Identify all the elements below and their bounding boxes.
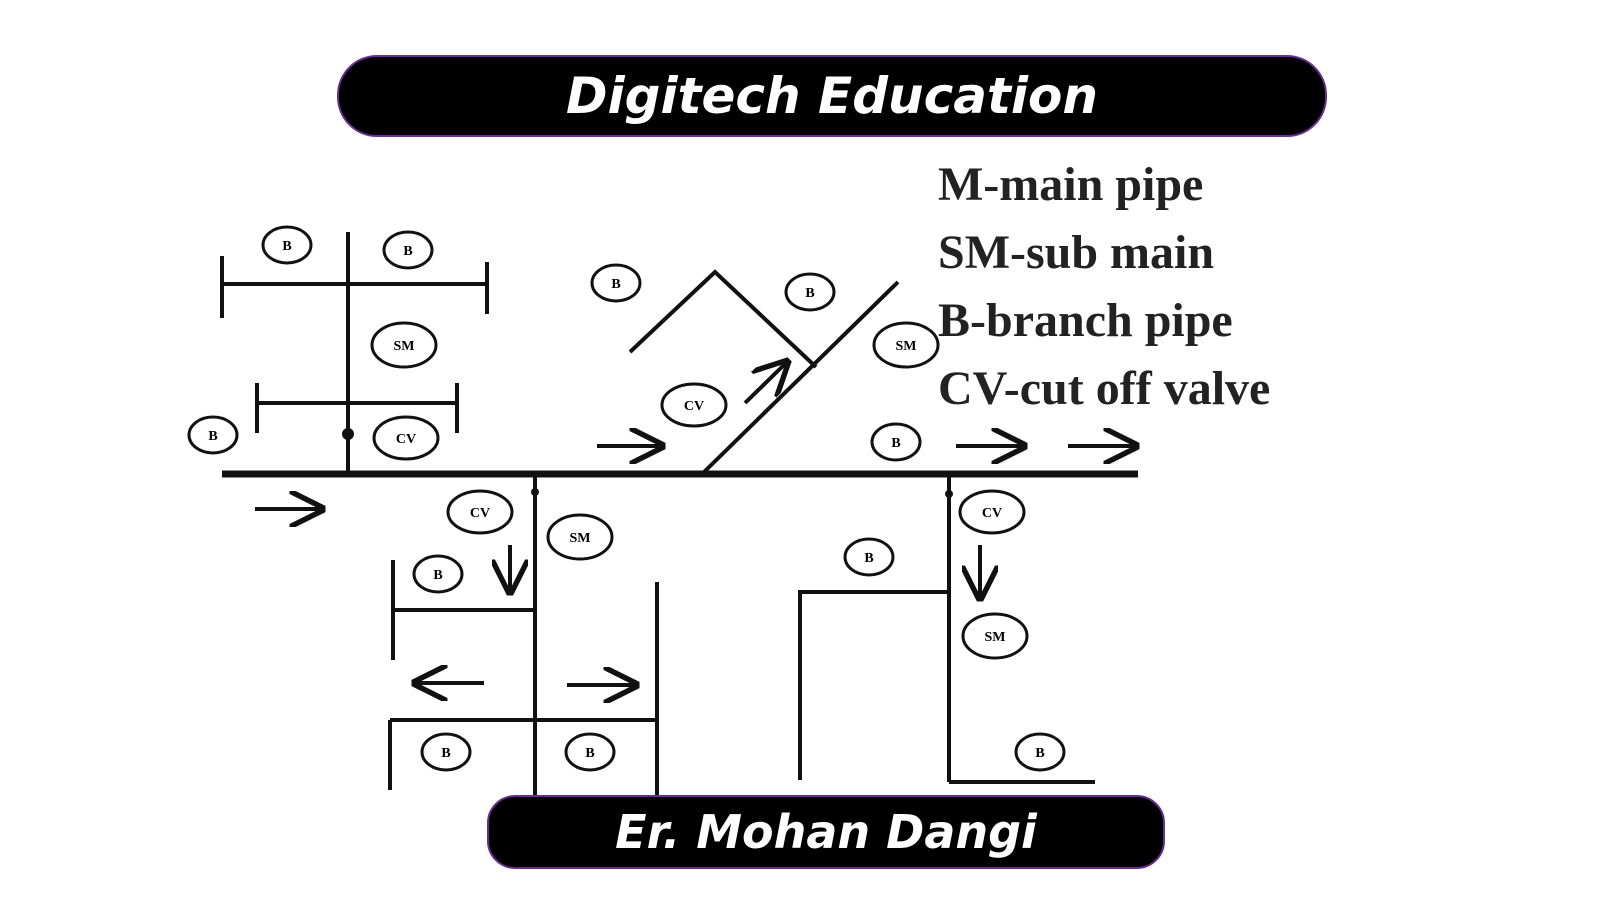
svg-text:B: B: [208, 429, 217, 444]
svg-text:SM: SM: [985, 630, 1006, 645]
svg-text:B: B: [585, 746, 594, 761]
cut-off-valve-labels: CV CV CV CV: [372, 382, 1026, 535]
svg-text:SM: SM: [896, 339, 917, 354]
label-branch: B: [1014, 732, 1066, 772]
label-cut-off-valve: CV: [446, 489, 514, 535]
sub-main-pipe: [700, 280, 900, 476]
label-sub-main: SM: [546, 513, 614, 561]
svg-text:CV: CV: [982, 506, 1002, 521]
svg-text:B: B: [891, 436, 900, 451]
branch-pipe: [628, 269, 818, 369]
svg-text:CV: CV: [684, 399, 704, 414]
legend-item: B-branch pipe: [938, 294, 1233, 347]
label-branch: B: [590, 263, 642, 303]
branch-labels: B B B B B B B B B B B: [187, 225, 1066, 772]
branch-pipe: [798, 590, 949, 780]
svg-text:B: B: [1035, 746, 1044, 761]
label-branch: B: [784, 272, 836, 312]
svg-text:CV: CV: [470, 506, 490, 521]
svg-text:B: B: [805, 286, 814, 301]
legend-item: SM-sub main: [938, 226, 1214, 279]
label-branch: B: [382, 230, 434, 270]
label-branch: B: [420, 732, 472, 772]
valve-dots: [342, 428, 953, 498]
pipes: [220, 232, 1138, 795]
label-branch: B: [261, 225, 313, 265]
flow-arrow-diagonal: [743, 362, 787, 405]
label-branch: B: [870, 422, 922, 462]
title-banner: Digitech Education: [337, 55, 1327, 137]
page-title: Digitech Education: [566, 67, 1098, 125]
label-sub-main: SM: [961, 612, 1029, 660]
label-cut-off-valve: CV: [958, 489, 1026, 535]
svg-text:B: B: [433, 568, 442, 583]
legend-item: CV-cut off valve: [938, 362, 1270, 415]
svg-text:B: B: [611, 277, 620, 292]
legend: M-main pipe SM-sub main B-branch pipe CV…: [938, 158, 1270, 415]
svg-text:B: B: [403, 244, 412, 259]
label-branch: B: [843, 537, 895, 577]
author-name: Er. Mohan Dangi: [615, 805, 1037, 859]
svg-text:B: B: [864, 551, 873, 566]
svg-text:SM: SM: [570, 531, 591, 546]
legend-item: M-main pipe: [938, 158, 1203, 211]
author-banner: Er. Mohan Dangi: [487, 795, 1165, 869]
label-sub-main: SM: [370, 321, 438, 369]
label-branch: B: [187, 415, 239, 455]
label-branch: B: [412, 554, 464, 594]
svg-text:B: B: [282, 239, 291, 254]
flow-arrows: [255, 362, 1136, 685]
label-branch: B: [564, 732, 616, 772]
svg-text:CV: CV: [396, 432, 416, 447]
label-cut-off-valve: CV: [372, 415, 440, 461]
label-cut-off-valve: CV: [660, 382, 728, 428]
sub-main-labels: SM SM SM SM: [370, 321, 1029, 660]
svg-text:SM: SM: [394, 339, 415, 354]
label-sub-main: SM: [872, 321, 940, 369]
svg-text:B: B: [441, 746, 450, 761]
